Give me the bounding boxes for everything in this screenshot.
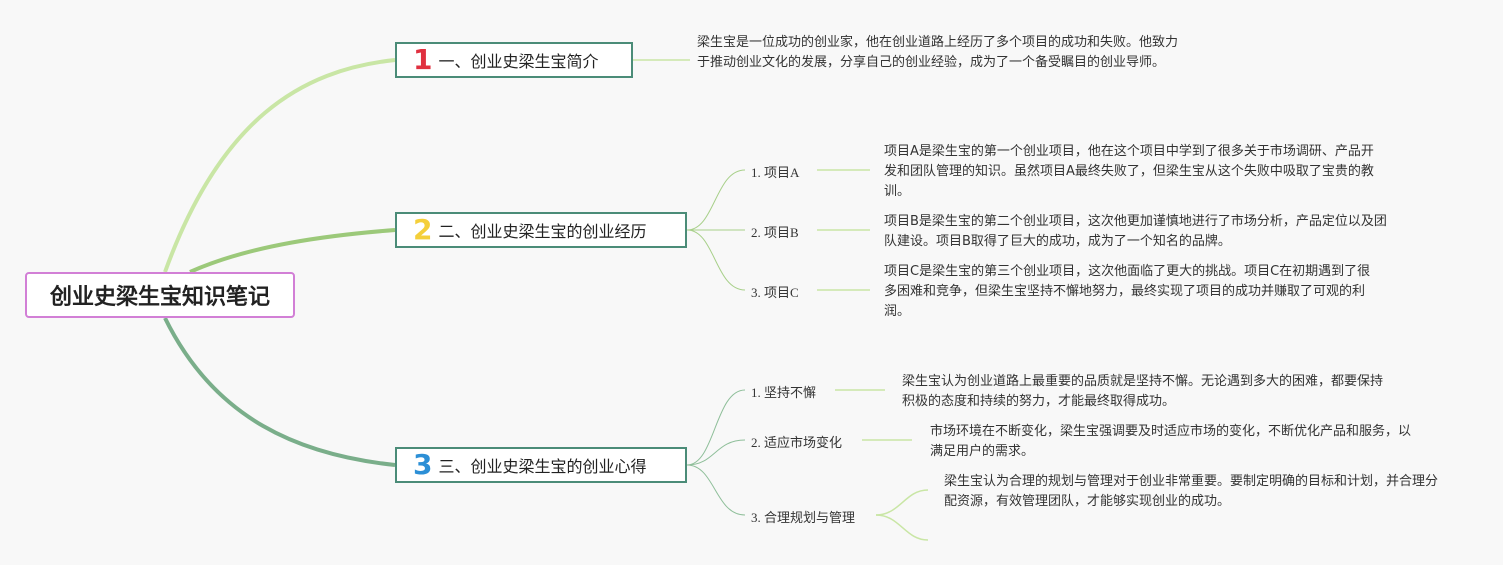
sub-node-project-a[interactable]: 1. 项目A (751, 165, 800, 180)
connector-branch2-child3 (686, 229, 746, 291)
branch-node-experience[interactable]: 2 二、创业史梁生宝的创业经历 (395, 212, 687, 248)
note-project-a: 项目A是梁生宝的第一个创业项目，他在这个项目中学到了很多关于市场调研、产品开发和… (884, 144, 1374, 199)
root-node[interactable]: 创业史梁生宝知识笔记 (25, 272, 295, 318)
note-persistence: 梁生宝认为创业道路上最重要的品质就是坚持不懈。无论遇到多大的困难，都要保持积极的… (902, 374, 1384, 409)
branch-title: 一、创业史梁生宝简介 (438, 52, 599, 71)
sub-node-planning[interactable]: 3. 合理规划与管理 (751, 510, 856, 525)
connector-branch3-child3 (686, 464, 746, 516)
branch-title: 三、创业史梁生宝的创业心得 (438, 457, 647, 476)
connector-branch2-child1 (686, 169, 746, 231)
root-title: 创业史梁生宝知识笔记 (49, 285, 270, 310)
connector-branch3-child1 (686, 389, 746, 466)
branch-title: 二、创业史梁生宝的创业经历 (438, 222, 647, 241)
branch-node-intro[interactable]: 1 一、创业史梁生宝简介 (395, 42, 633, 78)
note-planning: 梁生宝认为合理的规划与管理对于创业非常重要。要制定明确的目标和计划，并合理分配资… (944, 474, 1439, 509)
number-one-icon: 1 (413, 43, 433, 76)
branch-node-insights[interactable]: 3 三、创业史梁生宝的创业心得 (395, 447, 687, 483)
connector-root-branch3 (163, 317, 396, 467)
note-market-adapt: 市场环境在不断变化，梁生宝强调要及时适应市场的变化，不断优化产品和服务，以满足用… (930, 424, 1412, 459)
connector-root-branch1 (163, 58, 396, 273)
connector-branch3-child2 (686, 439, 746, 466)
connector-root-branch2 (189, 228, 396, 274)
sub-node-project-b[interactable]: 2. 项目B (751, 225, 799, 240)
sub-node-persistence[interactable]: 1. 坚持不懈 (751, 385, 817, 400)
note-intro: 梁生宝是一位成功的创业家，他在创业道路上经历了多个项目的成功和失败。他致力于推动… (697, 35, 1179, 70)
connector-child6-note (875, 489, 929, 516)
note-project-c: 项目C是梁生宝的第三个创业项目，这次他面临了更大的挑战。项目C在初期遇到了很多困… (884, 264, 1371, 319)
note-project-b: 项目B是梁生宝的第二个创业项目，这次他更加谨慎地进行了市场分析，产品定位以及团队… (884, 214, 1387, 249)
connector-child6-note-lower (875, 514, 929, 541)
sub-node-project-c[interactable]: 3. 项目C (751, 285, 799, 300)
number-two-icon: 2 (413, 213, 433, 246)
sub-node-market-adapt[interactable]: 2. 适应市场变化 (751, 435, 843, 450)
number-three-icon: 3 (413, 448, 433, 481)
